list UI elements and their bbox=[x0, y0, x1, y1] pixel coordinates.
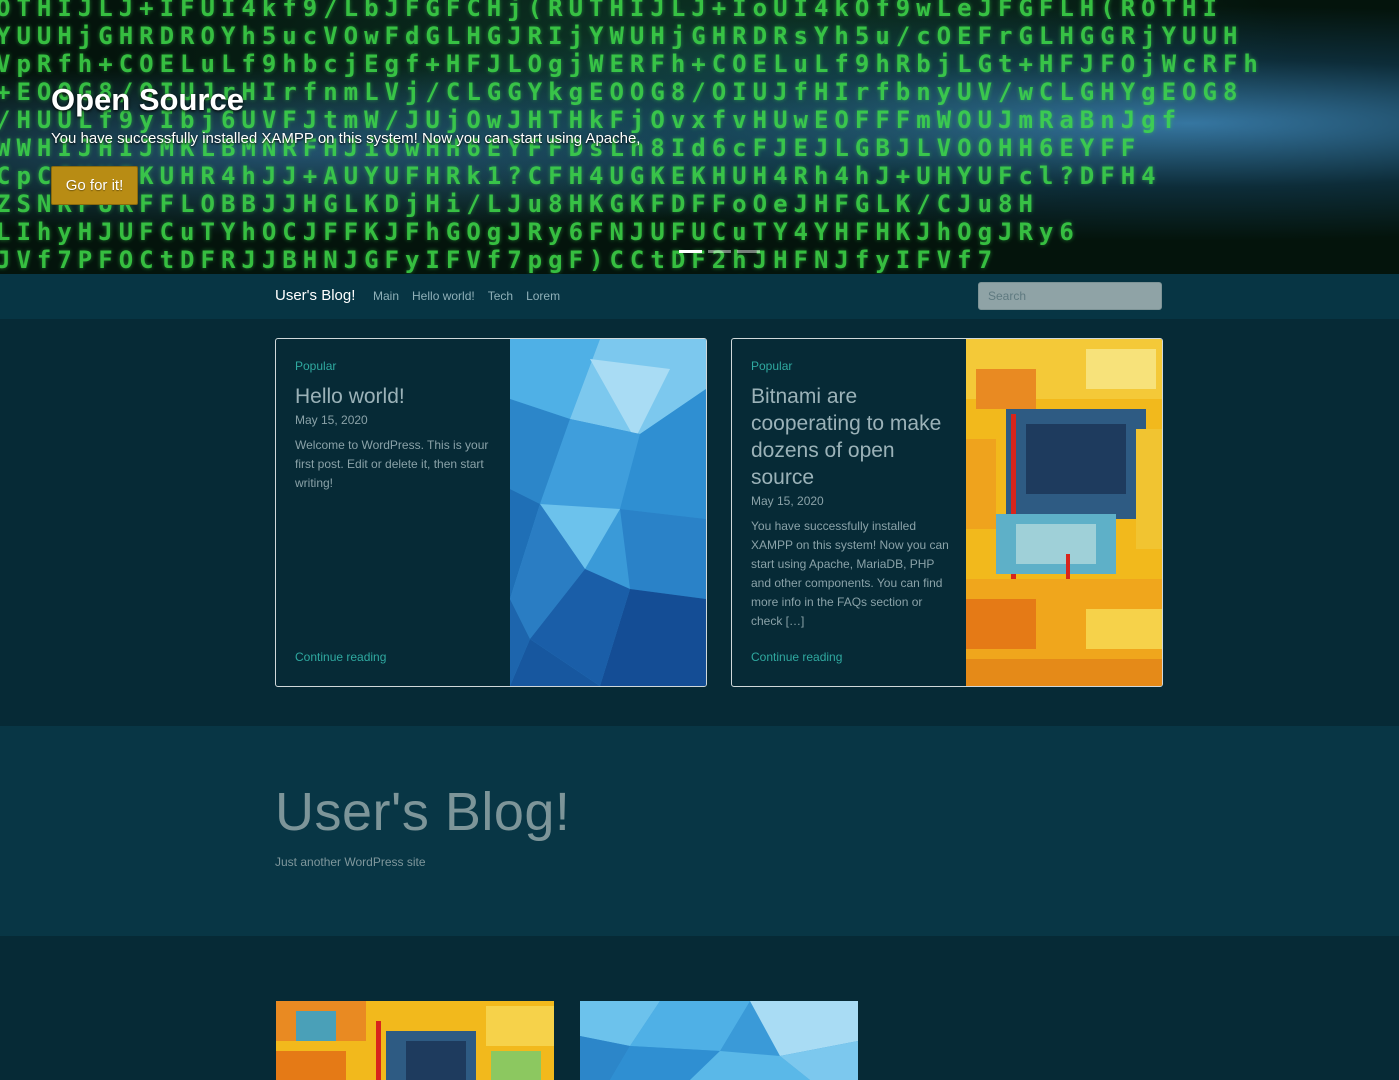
nav-item-hello-world[interactable]: Hello world! bbox=[412, 289, 475, 303]
slider-dot[interactable] bbox=[708, 250, 731, 253]
site-header-band: User's Blog! Just another WordPress site bbox=[0, 726, 1399, 936]
post-thumbnail-image[interactable] bbox=[966, 339, 1162, 686]
continue-reading-link[interactable]: Continue reading bbox=[751, 650, 843, 664]
post-thumbnail-image[interactable] bbox=[276, 1001, 554, 1080]
hero-subtitle: You have successfully installed XAMPP on… bbox=[51, 130, 641, 147]
hero-content: Open Source You have successfully instal… bbox=[51, 82, 640, 147]
post-excerpt: You have successfully installed XAMPP on… bbox=[751, 519, 949, 628]
nav-item-tech[interactable]: Tech bbox=[487, 289, 514, 303]
navbar: User's Blog! Main Hello world! Tech Lore… bbox=[0, 274, 1399, 319]
matrix-background-image: OTHIJLJ+IFUI4kf9/LbJFGFCHj(RUTHIJLJ+IoUI… bbox=[0, 0, 1264, 274]
slider-indicators bbox=[679, 250, 760, 253]
post-category[interactable]: Popular bbox=[751, 359, 793, 373]
post-category[interactable]: Popular bbox=[295, 359, 337, 373]
continue-reading-link[interactable]: Continue reading bbox=[295, 650, 387, 664]
post-thumbnail-image[interactable] bbox=[510, 339, 706, 686]
post-card-body: Popular Hello world! May 15, 2020 Welcom… bbox=[295, 359, 495, 667]
site-tagline: Just another WordPress site bbox=[275, 855, 426, 869]
post-excerpt: Welcome to WordPress. This is your first… bbox=[295, 438, 489, 490]
search-input[interactable] bbox=[978, 282, 1162, 310]
post-thumbnail-image[interactable] bbox=[580, 1001, 858, 1080]
nav-item-main[interactable]: Main bbox=[373, 289, 400, 303]
post-date: May 15, 2020 bbox=[751, 494, 824, 508]
hero-title: Open Source bbox=[51, 82, 244, 117]
slider-dot[interactable] bbox=[679, 250, 702, 253]
nav-menu: Main Hello world! Tech Lorem bbox=[373, 289, 560, 303]
site-brand-link[interactable]: User's Blog! bbox=[275, 287, 356, 304]
post-title[interactable]: Bitnami are cooperating to make dozens o… bbox=[751, 385, 942, 489]
go-for-it-button[interactable]: Go for it! bbox=[51, 166, 138, 205]
hero-slider: OTHIJLJ+IFUI4kf9/LbJFGFCHj(RUTHIJLJ+IoUI… bbox=[0, 0, 1399, 274]
post-card[interactable]: Popular Hello world! May 15, 2020 Welcom… bbox=[275, 338, 707, 687]
post-card[interactable]: Popular Bitnami are cooperating to make … bbox=[731, 338, 1163, 687]
nav-item-lorem[interactable]: Lorem bbox=[526, 289, 561, 303]
post-date: May 15, 2020 bbox=[295, 413, 368, 427]
post-card-body: Popular Bitnami are cooperating to make … bbox=[751, 359, 951, 667]
post-title[interactable]: Hello world! bbox=[295, 385, 405, 408]
site-title[interactable]: User's Blog! bbox=[275, 782, 571, 842]
slider-dot[interactable] bbox=[737, 250, 760, 253]
